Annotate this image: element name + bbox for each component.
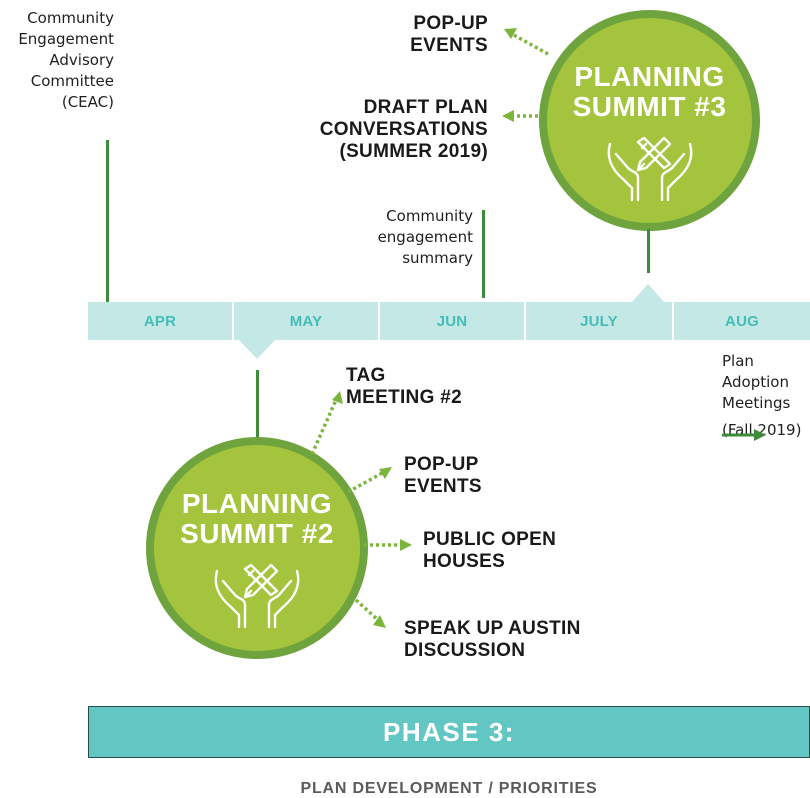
engagement-summary-label: Community engagement summary xyxy=(377,207,473,267)
summit2-tag-meeting-label: TAG MEETING #2 xyxy=(346,365,462,408)
summit3-arrows xyxy=(502,28,549,122)
summit2-arrow-speak-up xyxy=(354,598,386,628)
summit2-arrow-popup xyxy=(347,467,392,494)
summit2-open-houses-label: PUBLIC OPEN HOUSES xyxy=(423,529,557,572)
planning-summit-2-circle: PLANNING SUMMIT #2 xyxy=(146,437,368,659)
summit3-arrow-draft xyxy=(502,110,538,122)
hands-pencil-ruler-icon xyxy=(607,136,693,202)
month-may: MAY xyxy=(234,302,378,340)
ceac-label: Community Engagement Advisory Committee … xyxy=(18,9,114,111)
summit2-arrows xyxy=(310,391,412,628)
planning-summit-3-circle: PLANNING SUMMIT #3 xyxy=(539,10,760,231)
summit3-draft-plan-label: DRAFT PLAN CONVERSATIONS (SUMMER 2019) xyxy=(319,97,488,162)
month-jun: JUN xyxy=(380,302,524,340)
summit2-arrow-open-houses xyxy=(364,539,412,551)
summit3-connector xyxy=(647,229,650,273)
july-marker xyxy=(631,284,665,303)
summit3-arrow-popup xyxy=(504,28,549,56)
may-marker xyxy=(238,339,276,359)
summit3-title: PLANNING SUMMIT #3 xyxy=(572,61,727,122)
month-july: JULY xyxy=(526,302,672,340)
arrow-right-icon xyxy=(722,429,766,441)
summit2-popup-events-label: POP-UP EVENTS xyxy=(404,454,482,497)
engagement-summary-connector xyxy=(482,210,485,298)
phase-bar: PHASE 3: xyxy=(88,706,810,758)
summit2-arrow-tag xyxy=(310,391,343,455)
summit3-popup-events-label: POP-UP EVENTS xyxy=(410,13,488,56)
month-aug: AUG xyxy=(674,302,810,340)
phase-subtitle: PLAN DEVELOPMENT / PRIORITIES xyxy=(300,780,598,797)
summit2-speak-up-label: SPEAK UP AUSTIN DISCUSSION xyxy=(404,618,581,661)
phase-title: PHASE 3: xyxy=(383,716,515,747)
hands-pencil-ruler-icon xyxy=(214,563,300,629)
ceac-connector xyxy=(106,140,109,302)
summit2-connector xyxy=(256,370,259,444)
month-apr: APR xyxy=(88,302,232,340)
summit2-title: PLANNING SUMMIT #2 xyxy=(180,488,334,549)
